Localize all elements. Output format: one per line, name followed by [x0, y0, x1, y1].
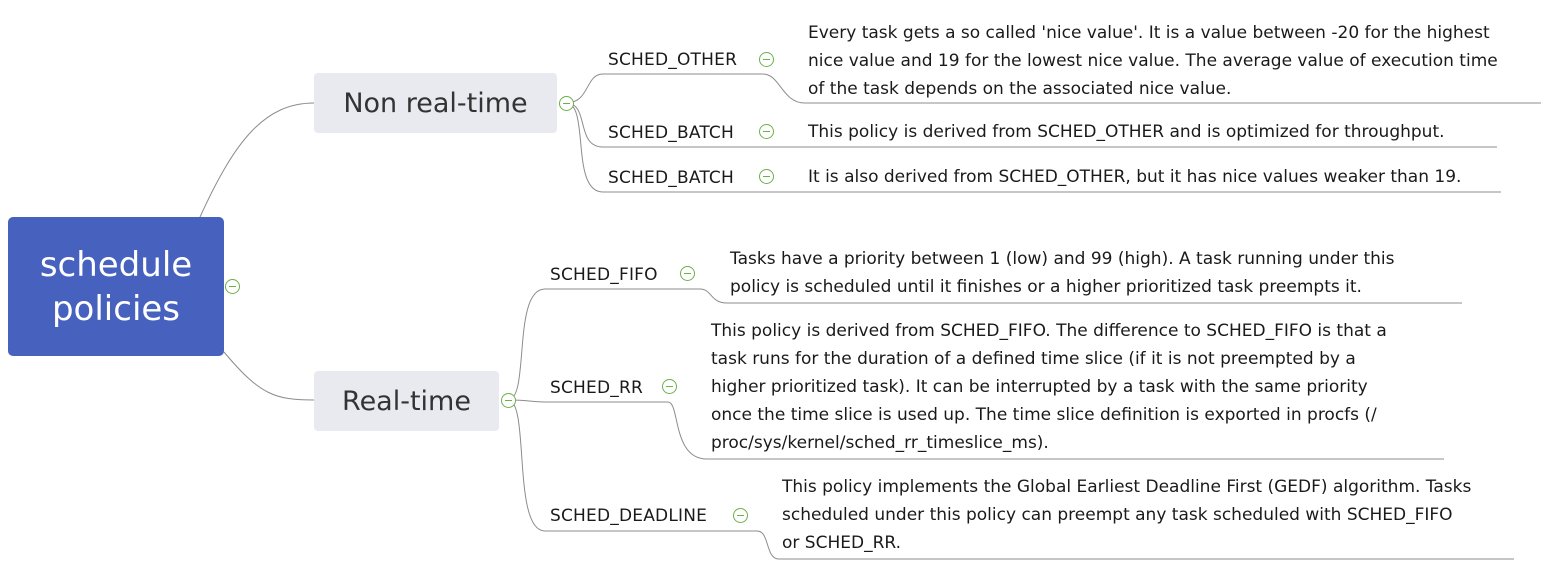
- leaf-label: SCHED_RR: [550, 378, 643, 398]
- description-line: This policy implements the Global Earlie…: [782, 477, 1472, 497]
- leaf-sched-rr[interactable]: SCHED_RR: [550, 377, 643, 399]
- collapse-icon[interactable]: [733, 508, 748, 523]
- root-node[interactable]: schedule policies: [8, 217, 224, 356]
- leaf-sched-fifo[interactable]: SCHED_FIFO: [550, 264, 658, 286]
- collapse-icon[interactable]: [225, 279, 240, 294]
- underline-sched-deadline: [756, 530, 1514, 560]
- description-sched-batch-2: It is also derived from SCHED_OTHER, but…: [808, 163, 1528, 191]
- collapse-icon[interactable]: [759, 169, 774, 184]
- branch-label: Non real-time: [343, 87, 528, 119]
- collapse-icon[interactable]: [680, 266, 695, 281]
- branch-label: Real-time: [342, 385, 471, 417]
- connector-realtime-sched-rr: [507, 399, 668, 403]
- underline-sched-rr: [667, 401, 1444, 460]
- branch-real-time[interactable]: Real-time: [314, 371, 499, 431]
- connector-root-nonrealtime: [199, 102, 315, 218]
- description-line: once the time slice is used up. The time…: [711, 405, 1377, 425]
- description-line: of the task depends on the associated ni…: [808, 79, 1232, 99]
- leaf-sched-batch[interactable]: SCHED_BATCH: [608, 122, 734, 144]
- leaf-label: SCHED_BATCH: [608, 123, 734, 143]
- description-line: This policy is derived from SCHED_FIFO. …: [711, 321, 1387, 341]
- connector-realtime-sched-fifo: [507, 288, 700, 401]
- leaf-sched-other[interactable]: SCHED_OTHER: [608, 49, 737, 71]
- description-line: task runs for the duration of a defined …: [711, 349, 1356, 369]
- description-line: proc/sys/kernel/sched_rr_timeslice_ms).: [711, 433, 1049, 453]
- underline-sched-fifo: [699, 288, 1462, 304]
- description-sched-other: Every task gets a so called 'nice value'…: [808, 19, 1538, 103]
- description-line: Tasks have a priority between 1 (low) an…: [730, 249, 1395, 269]
- root-label-line2: policies: [51, 288, 181, 329]
- connector-realtime-sched-deadline: [507, 399, 757, 532]
- description-sched-rr: This policy is derived from SCHED_FIFO. …: [711, 317, 1436, 457]
- description-line: or SCHED_RR.: [782, 533, 901, 553]
- description-line: This policy is derived from SCHED_OTHER …: [808, 122, 1445, 142]
- description-sched-batch: This policy is derived from SCHED_OTHER …: [808, 118, 1518, 146]
- description-line: nice value and 19 for the lowest nice va…: [808, 51, 1498, 71]
- description-line: higher prioritized task). It can be inte…: [711, 377, 1368, 397]
- collapse-icon[interactable]: [759, 124, 774, 139]
- connector-nonrealtime-sched-batch-2: [565, 102, 785, 193]
- description-sched-deadline: This policy implements the Global Earlie…: [782, 473, 1522, 557]
- collapse-icon[interactable]: [501, 393, 516, 408]
- root-label-line1: schedule: [39, 244, 193, 285]
- description-sched-fifo: Tasks have a priority between 1 (low) an…: [730, 245, 1450, 301]
- description-line: scheduled under this policy can preempt …: [782, 505, 1453, 525]
- leaf-label: SCHED_BATCH: [608, 168, 734, 188]
- description-line: Every task gets a so called 'nice value'…: [808, 23, 1490, 43]
- underline-sched-other: [762, 73, 1541, 104]
- description-line: It is also derived from SCHED_OTHER, but…: [808, 167, 1462, 187]
- connector-root-realtime: [223, 351, 315, 401]
- leaf-label: SCHED_DEADLINE: [550, 506, 708, 526]
- leaf-sched-batch-2[interactable]: SCHED_BATCH: [608, 167, 734, 189]
- leaf-label: SCHED_OTHER: [608, 50, 738, 70]
- connector-nonrealtime-sched-other: [565, 73, 763, 104]
- description-line: policy is scheduled until it finishes or…: [730, 277, 1362, 297]
- collapse-icon[interactable]: [662, 379, 677, 394]
- collapse-icon[interactable]: [759, 52, 774, 67]
- leaf-sched-deadline[interactable]: SCHED_DEADLINE: [550, 505, 707, 527]
- branch-non-real-time[interactable]: Non real-time: [314, 73, 557, 133]
- leaf-label: SCHED_FIFO: [550, 265, 658, 285]
- collapse-icon[interactable]: [559, 96, 574, 111]
